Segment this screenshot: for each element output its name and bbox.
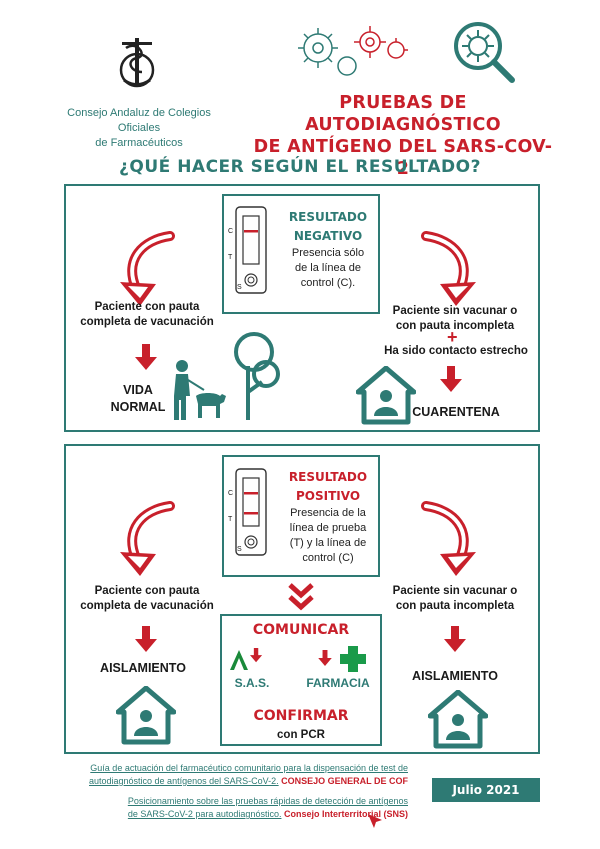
down-arrow-icon <box>440 366 462 392</box>
ref2-text-b[interactable]: de SARS-CoV-2 para autodiagnóstico. <box>127 809 282 819</box>
positive-right-outcome: AISLAMIENTO <box>412 669 498 683</box>
negative-desc-1: Presencia sólo <box>291 247 365 259</box>
curved-arrow-icon <box>118 230 178 310</box>
pos-left-label-1: Paciente con pauta <box>94 585 200 597</box>
pos-left-label-2: completa de vacunación <box>80 600 214 612</box>
ref1-text-b[interactable]: autodiagnóstico de antígenos del SARS-Co… <box>89 776 279 786</box>
negative-panel <box>64 184 540 432</box>
ref1-text-a[interactable]: Guía de actuación del farmacéutico comun… <box>90 763 408 773</box>
click-cursor-icon <box>368 814 382 828</box>
negative-left-outcome: VIDA NORMAL <box>98 382 178 416</box>
pos-letter-s: S <box>237 546 242 553</box>
person-walking-dog-icon <box>174 332 280 420</box>
pos-right-label-2: con pauta incompleta <box>395 600 515 612</box>
curved-arrow-icon <box>118 500 178 580</box>
positive-desc-3: (T) y la línea de <box>289 537 367 549</box>
down-arrow-icon <box>318 650 332 666</box>
neg-letter-t: T <box>228 254 233 261</box>
neg-left-label-2: completa de vacunación <box>80 316 214 328</box>
page-title: PRUEBAS DE AUTODIAGNÓSTICO DE ANTÍGENO D… <box>248 92 558 180</box>
org-name: Consejo Andaluz de Colegios Oficiales de… <box>48 106 230 151</box>
positive-left-label: Paciente con pauta completa de vacunació… <box>72 584 222 614</box>
down-arrow-icon <box>135 344 157 370</box>
page-title-line1: PRUEBAS DE AUTODIAGNÓSTICO <box>305 93 501 135</box>
positive-test-strip <box>235 468 267 556</box>
positive-title-2: POSITIVO <box>295 489 361 503</box>
curved-arrow-icon <box>418 500 478 580</box>
negative-desc-3: control (C). <box>300 277 356 289</box>
negative-left-label: Paciente con pauta completa de vacunació… <box>72 300 222 330</box>
positive-desc-4: control (C) <box>302 552 354 564</box>
pos-letter-c: C <box>228 490 234 497</box>
pharmacy-caduceus-icon <box>119 38 155 88</box>
confirmar-heading: CONFIRMAR <box>253 708 349 724</box>
down-arrow-icon <box>444 626 466 652</box>
neg-outcome-2: NORMAL <box>110 400 166 414</box>
positive-left-outcome: AISLAMIENTO <box>100 661 186 675</box>
ref2-text-a[interactable]: Posicionamiento sobre las pruebas rápida… <box>127 796 408 806</box>
question-heading: ¿QUÉ HACER SEGÚN EL RESULTADO? <box>119 157 481 177</box>
pharmacy-cross-icon <box>340 646 366 672</box>
house-person-icon <box>116 686 176 746</box>
neg-left-label-1: Paciente con pauta <box>94 301 200 313</box>
positive-panel <box>64 444 540 754</box>
negative-title-2: NEGATIVO <box>293 229 363 243</box>
positive-right-label: Paciente sin vacunar o con pauta incompl… <box>380 584 530 614</box>
neg-letter-c: C <box>228 228 234 235</box>
positive-desc-1: Presencia de la <box>290 507 366 519</box>
negative-right-outcome: CUARENTENA <box>412 405 500 419</box>
page-title-line2: DE ANTÍGENO DEL SARS-COV-2 <box>253 137 553 179</box>
con-pcr-label: con PCR <box>277 729 325 741</box>
reference-link-2[interactable]: Posicionamiento sobre las pruebas rápida… <box>56 795 408 821</box>
positive-result-text: RESULTADO POSITIVO Presencia de la línea… <box>278 468 378 566</box>
plus-sign: + <box>447 327 458 347</box>
negative-desc-2: de la línea de <box>294 262 362 274</box>
positive-title-1: RESULTADO <box>288 470 368 484</box>
org-name-line1: Consejo Andaluz de Colegios Oficiales <box>67 107 211 134</box>
neg-right-label-1: Paciente sin vacunar o <box>392 305 518 317</box>
negative-title-1: RESULTADO <box>288 210 368 224</box>
negative-right-label: Paciente sin vacunar o con pauta incompl… <box>380 304 530 334</box>
virus-cluster-icon <box>292 20 412 82</box>
action-card <box>220 614 382 746</box>
andalucia-logo-icon <box>230 648 263 670</box>
sas-label: S.A.S. <box>234 676 270 690</box>
pos-right-label-1: Paciente sin vacunar o <box>392 585 518 597</box>
curved-arrow-icon <box>418 230 478 310</box>
org-name-line2: de Farmacéuticos <box>95 137 183 149</box>
positive-desc-2: línea de prueba <box>289 522 367 534</box>
neg-letter-s: S <box>237 284 242 291</box>
ref2-org: Consejo Interterritorial (SNS) <box>283 809 408 819</box>
neg-outcome-1: VIDA <box>123 383 153 397</box>
negative-result-text: RESULTADO NEGATIVO Presencia sólo de la … <box>278 208 378 291</box>
negative-right-extra: Ha sido contacto estrecho <box>384 345 528 357</box>
negative-test-strip <box>235 206 267 294</box>
virus-magnifier-icon <box>450 18 520 88</box>
date-badge: Julio 2021 <box>432 778 540 802</box>
down-arrow-icon <box>135 626 157 652</box>
farmacia-label: FARMACIA <box>306 676 370 690</box>
org-logo <box>108 34 166 92</box>
house-person-icon <box>428 690 488 750</box>
neg-right-label-2: con pauta incompleta <box>395 320 515 332</box>
ref1-org: CONSEJO GENERAL DE COF <box>281 776 408 786</box>
reference-link-1[interactable]: Guía de actuación del farmacéutico comun… <box>56 762 408 788</box>
comunicar-heading: COMUNICAR <box>252 622 350 638</box>
double-chevron-down-icon <box>288 583 314 611</box>
pos-letter-t: T <box>228 516 233 523</box>
